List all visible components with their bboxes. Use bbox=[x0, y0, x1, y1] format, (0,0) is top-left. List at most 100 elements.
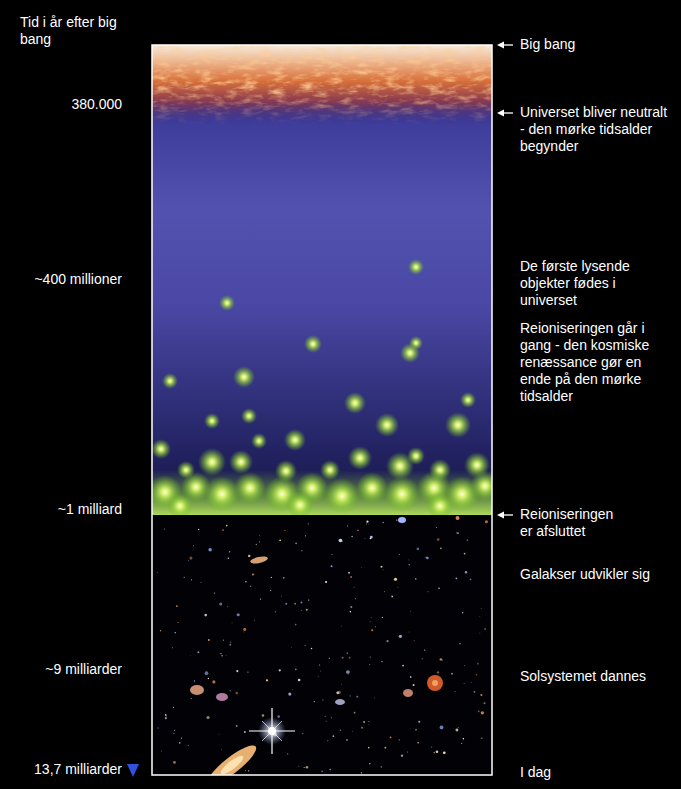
distant-galaxy bbox=[415, 578, 417, 580]
time-value-slot: 380.000 bbox=[7, 96, 122, 113]
distant-galaxy bbox=[243, 628, 246, 631]
distant-galaxy bbox=[402, 665, 404, 667]
distant-galaxy bbox=[191, 698, 192, 699]
distant-galaxy bbox=[481, 738, 482, 739]
distant-galaxy bbox=[339, 539, 343, 543]
distant-galaxy bbox=[457, 532, 459, 534]
distant-galaxy bbox=[226, 606, 228, 608]
distant-galaxy bbox=[477, 663, 479, 665]
distant-galaxy bbox=[244, 731, 246, 733]
distant-galaxy bbox=[236, 725, 238, 727]
distant-galaxy bbox=[350, 606, 352, 608]
distant-galaxy bbox=[220, 653, 221, 654]
distant-galaxy bbox=[333, 735, 335, 737]
distant-galaxy bbox=[235, 692, 238, 695]
event-label-slot: De første lysende objekter fødes i unive… bbox=[520, 258, 675, 309]
distant-galaxy bbox=[230, 642, 231, 643]
distant-galaxy bbox=[451, 673, 453, 675]
distant-galaxy bbox=[368, 747, 370, 749]
distant-galaxy bbox=[349, 657, 351, 659]
event-label: Reioniseringen er afsluttet bbox=[520, 506, 628, 540]
distant-galaxy bbox=[470, 681, 472, 683]
distant-galaxy bbox=[243, 631, 245, 633]
distant-galaxy bbox=[248, 770, 249, 771]
distant-galaxy bbox=[357, 530, 359, 532]
axis-title: Tid i år efter big bang bbox=[20, 14, 120, 48]
distant-galaxy bbox=[165, 714, 167, 716]
distant-galaxy bbox=[245, 581, 247, 583]
distant-galaxy bbox=[399, 554, 400, 555]
distant-galaxy bbox=[291, 689, 293, 691]
distant-galaxy bbox=[329, 769, 330, 770]
distant-galaxy bbox=[266, 679, 268, 681]
event-label: Universet bliver neutralt - den mørke ti… bbox=[520, 104, 675, 155]
distant-galaxy bbox=[381, 661, 382, 662]
distant-galaxy bbox=[174, 730, 175, 731]
distant-galaxy bbox=[371, 629, 373, 631]
distant-galaxy bbox=[454, 691, 456, 693]
distant-galaxy bbox=[298, 679, 301, 682]
distant-galaxy bbox=[415, 729, 417, 731]
distant-galaxy bbox=[279, 669, 281, 671]
distant-galaxy bbox=[426, 557, 429, 560]
distant-galaxy bbox=[391, 596, 393, 598]
distant-galaxy bbox=[462, 612, 464, 614]
distant-galaxy bbox=[354, 598, 356, 600]
distant-galaxy bbox=[236, 670, 238, 672]
distant-galaxy bbox=[440, 658, 442, 660]
distant-galaxy bbox=[382, 569, 383, 570]
distant-galaxy bbox=[205, 671, 209, 675]
distant-galaxy bbox=[465, 571, 467, 573]
distant-galaxy bbox=[237, 613, 240, 616]
distant-galaxy bbox=[384, 747, 386, 749]
distant-galaxy bbox=[194, 680, 195, 681]
distant-galaxy bbox=[188, 745, 189, 746]
distant-galaxy bbox=[350, 576, 352, 578]
distant-galaxy bbox=[485, 520, 488, 523]
distant-galaxy bbox=[410, 676, 412, 678]
distant-galaxy bbox=[341, 684, 343, 686]
distant-galaxy bbox=[173, 761, 176, 764]
distant-galaxy bbox=[369, 763, 371, 765]
distant-galaxy bbox=[218, 733, 220, 735]
distant-galaxy bbox=[284, 530, 285, 531]
distant-galaxy bbox=[354, 712, 356, 714]
distant-galaxy bbox=[175, 632, 176, 633]
distant-galaxy bbox=[431, 747, 432, 748]
event-label: De første lysende objekter fødes i unive… bbox=[520, 258, 675, 309]
distant-galaxy bbox=[374, 626, 376, 628]
distant-galaxy bbox=[259, 541, 260, 542]
distant-galaxy bbox=[325, 581, 327, 583]
distant-galaxy bbox=[280, 595, 282, 597]
distant-galaxy bbox=[172, 647, 173, 648]
distant-galaxy bbox=[457, 727, 459, 729]
distant-galaxy bbox=[230, 690, 231, 691]
distant-galaxy bbox=[219, 602, 222, 605]
distant-galaxy bbox=[369, 621, 371, 623]
distant-galaxy bbox=[197, 651, 199, 653]
distant-galaxy bbox=[386, 640, 388, 642]
distant-galaxy bbox=[178, 622, 179, 623]
event-label-slot: I dag bbox=[520, 764, 675, 781]
distant-galaxy bbox=[401, 754, 403, 756]
distant-galaxy bbox=[270, 590, 271, 591]
distant-galaxy bbox=[433, 752, 435, 754]
event-label-slot: Solsystemet dannes bbox=[520, 668, 675, 685]
distant-galaxy bbox=[360, 566, 362, 568]
distant-galaxy bbox=[369, 656, 371, 658]
distant-galaxy bbox=[407, 751, 408, 752]
distant-galaxy bbox=[413, 640, 415, 642]
distant-galaxy bbox=[304, 645, 306, 647]
distant-galaxy bbox=[248, 555, 250, 557]
distant-galaxy bbox=[247, 672, 248, 673]
distant-galaxy bbox=[349, 695, 350, 696]
distant-galaxy bbox=[229, 644, 231, 646]
distant-galaxy bbox=[366, 521, 368, 523]
distant-galaxy bbox=[288, 693, 291, 696]
distant-galaxy bbox=[436, 750, 439, 753]
distant-galaxy bbox=[189, 655, 191, 657]
distant-galaxy bbox=[287, 753, 288, 754]
distant-galaxy bbox=[332, 554, 333, 555]
distant-galaxy bbox=[348, 673, 350, 675]
distant-galaxy bbox=[173, 732, 175, 734]
